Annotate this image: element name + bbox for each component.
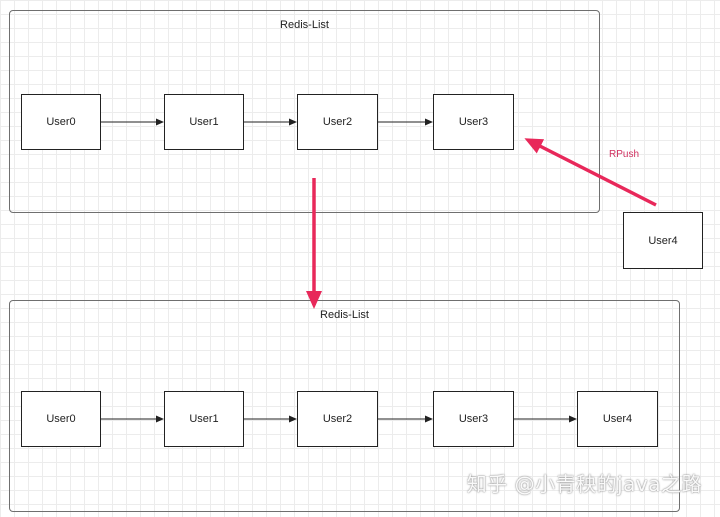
incoming-node-user4[interactable]: User4 bbox=[623, 212, 703, 269]
bottom-node-user1[interactable]: User1 bbox=[164, 391, 244, 447]
bottom-list-title: Redis-List bbox=[320, 309, 369, 321]
bottom-node-user2[interactable]: User2 bbox=[297, 391, 378, 447]
watermark-text: 知乎 @小青秧的java之路 bbox=[466, 472, 702, 496]
bottom-list-container: Redis-List bbox=[9, 300, 680, 512]
rpush-arrow bbox=[524, 138, 657, 207]
top-node-user0[interactable]: User0 bbox=[21, 94, 101, 150]
top-node-user2[interactable]: User2 bbox=[297, 94, 378, 150]
top-list-container: Redis-List bbox=[9, 10, 600, 213]
bottom-node-user3[interactable]: User3 bbox=[433, 391, 514, 447]
top-node-user3[interactable]: User3 bbox=[433, 94, 514, 150]
bottom-node-user0[interactable]: User0 bbox=[21, 391, 101, 447]
rpush-label: RPush bbox=[609, 149, 640, 160]
bottom-node-user4[interactable]: User4 bbox=[577, 391, 658, 447]
top-node-user1[interactable]: User1 bbox=[164, 94, 244, 150]
top-list-title: Redis-List bbox=[280, 19, 329, 31]
